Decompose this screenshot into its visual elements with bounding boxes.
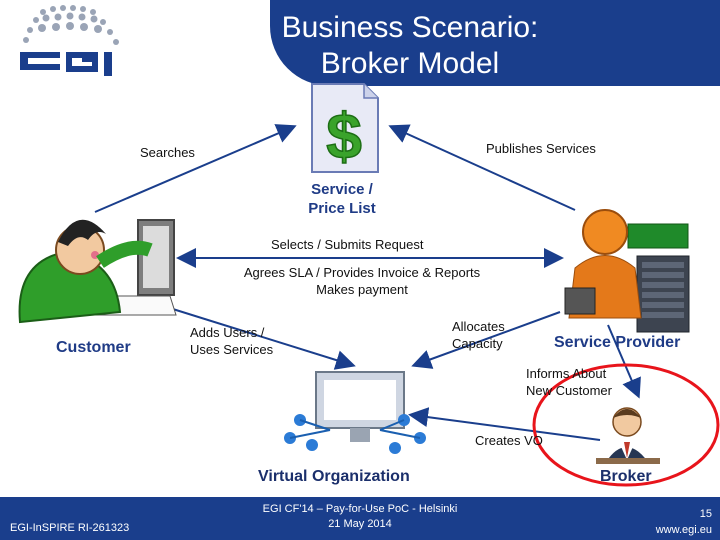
allocates-line-1: Allocates xyxy=(452,319,505,334)
makes-payment-line: Makes payment xyxy=(316,282,408,297)
title-line-2: Broker Model xyxy=(320,47,500,80)
footer-project-id: EGI-InSPIRE RI-261323 xyxy=(10,522,130,534)
broker-illustration xyxy=(596,407,660,464)
allocates-capacity-label: Allocates Capacity xyxy=(452,318,505,352)
agrees-sla-label: Agrees SLA / Provides Invoice & Reports … xyxy=(222,264,502,298)
slide-title: Business Scenario: Broker Model xyxy=(250,10,570,82)
page-number: 15 xyxy=(699,508,712,520)
customer-label: Customer xyxy=(56,339,131,356)
arrow-broker-to-vo xyxy=(408,407,601,441)
svg-text:$: $ xyxy=(326,100,362,172)
selects-submits-label: Selects / Submits Request xyxy=(271,237,424,252)
footer-event-line-1: EGI CF'14 – Pay-for-Use PoC - Helsinki xyxy=(262,503,458,515)
informs-line-2: New Customer xyxy=(526,383,612,398)
service-provider-illustration xyxy=(564,209,690,333)
footer-url[interactable]: www.egi.eu xyxy=(655,524,712,536)
searches-label: Searches xyxy=(140,145,195,160)
virtual-organization-illustration xyxy=(284,371,426,454)
price-list-icon: $ xyxy=(311,83,379,173)
virtual-organization-label: Virtual Organization xyxy=(258,468,410,485)
service-provider-label: Service Provider xyxy=(554,334,681,351)
service-price-list-label: Service / Price List xyxy=(290,180,394,218)
arrow-provider-to-broker xyxy=(607,324,641,399)
arrow-customer-to-pricelist xyxy=(94,124,297,213)
footer-event: EGI CF'14 – Pay-for-Use PoC - Helsinki 2… xyxy=(240,502,480,532)
agrees-sla-line: Agrees SLA / Provides Invoice & Reports xyxy=(243,265,481,280)
adds-users-line-1: Adds Users / xyxy=(190,325,265,340)
footer-bar xyxy=(0,497,720,540)
service-price-list-line-1: Service / xyxy=(311,181,373,198)
broker-highlight xyxy=(532,363,720,487)
creates-vo-label: Creates VO xyxy=(475,433,543,448)
broker-label: Broker xyxy=(600,468,652,485)
informs-label: Informs About New Customer xyxy=(526,365,612,399)
publishes-services-label: Publishes Services xyxy=(486,141,596,156)
customer-illustration xyxy=(18,219,177,324)
service-price-list-line-2: Price List xyxy=(308,200,376,217)
adds-users-label: Adds Users / Uses Services xyxy=(190,324,273,358)
arrow-customer-to-vo xyxy=(159,304,356,370)
allocates-line-2: Capacity xyxy=(452,336,503,351)
title-line-1: Business Scenario: xyxy=(281,11,539,44)
title-banner xyxy=(270,0,720,86)
informs-line-1: Informs About xyxy=(526,366,607,381)
adds-users-line-2: Uses Services xyxy=(190,342,274,357)
footer-right: 15 www.egi.eu xyxy=(656,506,712,538)
footer-event-line-2: 21 May 2014 xyxy=(328,518,392,530)
egi-logo xyxy=(20,5,119,76)
arrow-provider-to-pricelist xyxy=(388,124,576,211)
arrow-provider-to-vo xyxy=(411,311,561,369)
